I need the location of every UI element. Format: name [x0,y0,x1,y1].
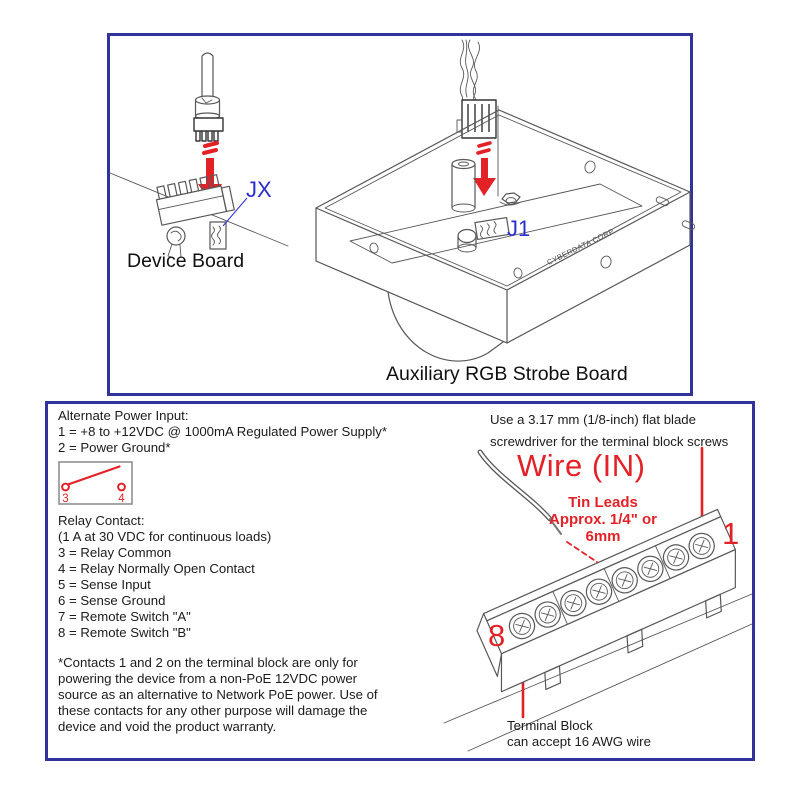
relay-contact-block: Relay Contact: (1 A at 30 VDC for contin… [58,513,271,641]
board-edge-lines [443,593,753,752]
warning-line: these contacts for any other purpose wil… [58,703,368,718]
relay-contact-diagram: 3 4 [58,461,133,505]
j1-connector-label: J1 [507,216,531,241]
terminal-block-line-art [443,446,753,752]
warning-line: *Contacts 1 and 2 on the terminal block … [58,655,358,670]
tin-leads-line: Tin Leads [568,494,638,511]
relay-contact-item: 8 = Remote Switch "B" [58,625,191,640]
enclosure-box [315,109,696,362]
wire-connector [456,99,497,139]
tin-leads-line: 6mm [585,528,621,545]
jx-leader-line [222,197,248,227]
wiring-info-panel: 3 4 Alternate Power Input: 1 = +8 to +12… [45,401,755,761]
alternate-power-input-block: Alternate Power Input: 1 = +8 to +12VDC … [58,408,387,456]
cable-plug [194,95,221,120]
relay-contact-item: 5 = Sense Input [58,577,151,592]
relay-terminal-3 [61,482,70,492]
warning-line: powering the device from a non-PoE 12VDC… [58,671,358,686]
relay-terminal-4 [117,482,126,492]
hex-nut [499,192,522,206]
tinned-lead [549,518,562,535]
j1-connector [457,216,510,253]
cable [201,52,214,97]
insert-arrow-icon [473,141,496,196]
jx-terminal-block [155,174,235,226]
terminal-1-number: 1 [722,516,740,551]
power-input-title: Alternate Power Input: [58,408,189,423]
warning-line: source as an alternative to Network PoE … [58,687,378,702]
jx-connector-label: JX [246,177,272,202]
twisted-wires [459,39,480,104]
installation-line-art: CYBERDATA CORP. [109,39,696,362]
strobe-dome [387,291,504,362]
wire-insert-dashed-line [566,541,598,563]
power-input-line: 2 = Power Ground* [58,440,171,455]
pcb-brand-text: CYBERDATA CORP. [545,226,617,267]
screwdriver-note-line: screwdriver for the terminal block screw… [490,434,729,449]
relay-contact-item: 3 = Relay Common [58,545,172,560]
wire-in-label: Wire (IN) [517,448,646,483]
power-input-line: 1 = +8 to +12VDC @ 1000mA Regulated Powe… [58,424,387,439]
terminal-block [476,508,736,693]
tin-leads-note: Tin Leads Approx. 1/4" or 6mm [548,494,658,545]
standoff-post [451,158,476,213]
relay-contact-title: Relay Contact: [58,513,145,528]
relay-switch-arm [66,465,121,486]
relay-contact-subtitle: (1 A at 30 VDC for continuous loads) [58,529,272,544]
installation-figure-panel: CYBERDATA CORP. [107,33,696,396]
jx-side-pins [209,221,227,250]
terminal-block-caption-line: Terminal Block [507,718,593,733]
screwdriver-note-line: Use a 3.17 mm (1/8-inch) flat blade [490,412,696,427]
relay-terminal-4-label: 4 [118,493,125,505]
relay-contact-item: 4 = Relay Normally Open Contact [58,561,255,576]
screwdriver-note: Use a 3.17 mm (1/8-inch) flat blade scre… [490,409,728,453]
device-board-caption: Device Board [127,250,245,272]
incoming-wire [477,449,562,535]
tin-leads-line: Approx. 1/4" or [549,511,657,528]
warning-line: device and void the product warranty. [58,719,277,734]
strobe-board-figure: CYBERDATA CORP. [315,39,696,362]
relay-contact-item: 7 = Remote Switch "A" [58,609,191,624]
strobe-board-caption: Auxiliary RGB Strobe Board [386,363,628,385]
cable-connector [193,117,224,142]
relay-contact-item: 6 = Sense Ground [58,593,166,608]
warning-note: *Contacts 1 and 2 on the terminal block … [58,655,378,735]
terminal-block-caption: Terminal Block can accept 16 AWG wire [507,718,651,750]
terminal-block-caption-line: can accept 16 AWG wire [507,734,651,749]
device-board-figure [109,52,289,259]
capacitor [166,226,186,259]
relay-terminal-3-label: 3 [62,493,68,505]
terminal-8-number: 8 [488,618,506,653]
